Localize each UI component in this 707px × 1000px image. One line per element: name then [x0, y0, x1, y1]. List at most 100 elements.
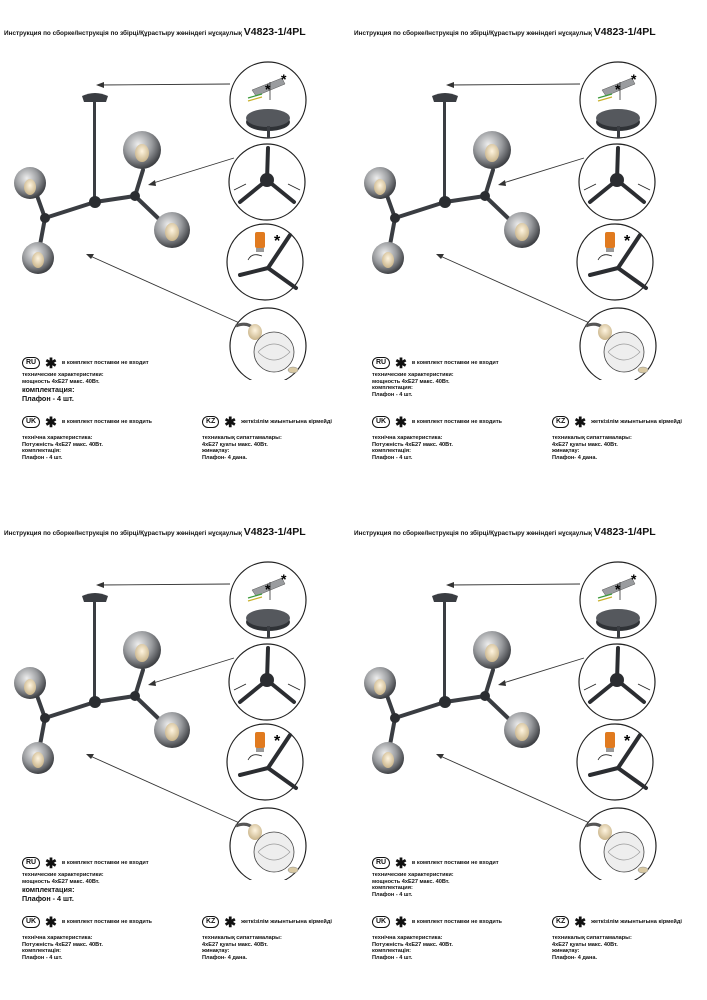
ru-badge: RU: [22, 857, 41, 869]
uk-note-text: в комплект поставки не входить: [411, 419, 503, 425]
uk-note-text: в комплект поставки не входить: [61, 419, 153, 425]
asterisk-icon: ✱: [45, 355, 57, 371]
spec-title: техникалық сипаттамалары:: [202, 935, 282, 941]
kz-badge: KZ: [552, 916, 570, 928]
ru-specs: технические характеристики: мощность 4хЕ…: [22, 372, 104, 403]
kz-note-text: жеткізілім жиынтығына кірмейді: [591, 419, 682, 425]
ru-note: RU ✱ в комплект поставки не входит: [372, 356, 499, 370]
kz-badge: KZ: [202, 916, 220, 928]
kit-item: Плафон- 4 дана.: [552, 954, 598, 961]
panel-title: Инструкция по сборке/Інструкція по збірц…: [354, 526, 656, 538]
kz-specs: техникалық сипаттамалары: 4хЕ27 қуаты ма…: [552, 435, 632, 461]
uk-badge: UK: [372, 916, 391, 928]
uk-note-text: в комплект поставки не входить: [61, 919, 153, 925]
assembly-illustration: [350, 560, 690, 880]
spec-title: технічна характеристика:: [372, 935, 443, 941]
kit-item: Плафон - 4 шт.: [372, 891, 413, 898]
kit-title: комплектация:: [372, 385, 413, 392]
ru-specs: технические характеристики: мощность 4хЕ…: [372, 872, 454, 898]
instruction-panel-1: Инструкция по сборке/Інструкція по збірц…: [0, 0, 340, 490]
ru-note-text: в комплект поставки не входит: [411, 860, 499, 866]
kz-note-text: жеткізілім жиынтығына кірмейді: [591, 919, 682, 925]
spec-title: техникалық сипаттамалары:: [552, 935, 632, 941]
kit-item: Плафон- 4 дана.: [552, 454, 598, 461]
panel-title: Инструкция по сборке/Інструкція по збірц…: [4, 26, 306, 38]
kit-item: Плафон - 4 шт.: [372, 954, 413, 961]
assembly-illustration: [0, 60, 340, 380]
ru-note-text: в комплект поставки не входит: [411, 360, 499, 366]
asterisk-icon: ✱: [224, 914, 237, 930]
asterisk-icon: ✱: [45, 914, 57, 930]
ru-badge: RU: [22, 357, 41, 369]
kit-title: комплектация:: [372, 885, 413, 892]
ru-note: RU ✱ в комплект поставки не входит: [372, 855, 499, 871]
uk-specs: технічна характеристика: Потужність 4хЕ2…: [372, 435, 453, 461]
model-number: V4823-1/4PL: [593, 526, 656, 538]
spec-title: технические характеристики:: [372, 872, 454, 878]
asterisk-icon: ✱: [45, 855, 57, 871]
asterisk-icon: ✱: [395, 914, 407, 930]
kit-item: Плафон - 4 шт.: [372, 391, 413, 398]
spec-power: 4хЕ27 қуаты макс. 40Вт.: [552, 441, 618, 448]
kz-badge: KZ: [202, 416, 220, 428]
instruction-panel-3: Инструкция по сборке/Інструкція по збірц…: [0, 500, 340, 990]
kit-item: Плафон - 4 шт.: [22, 954, 63, 961]
uk-note: UK ✱ в комплект поставки не входить: [22, 914, 153, 930]
kit-item: Плафон - 4 шт.: [22, 454, 63, 461]
ru-badge: RU: [372, 857, 391, 869]
uk-note: UK ✱ в комплект поставки не входить: [372, 415, 503, 429]
asterisk-icon: ✱: [395, 855, 407, 871]
spec-title: технічна характеристика:: [22, 435, 93, 441]
uk-note-text: в комплект поставки не входить: [411, 919, 503, 925]
asterisk-icon: ✱: [224, 414, 237, 430]
kz-note-text: жеткізілім жиынтығына кірмейді: [241, 419, 332, 425]
kz-note: KZ ✱ жеткізілім жиынтығына кірмейді: [202, 914, 332, 930]
spec-power: мощность 4хЕ27 макс. 40Вт.: [22, 878, 100, 885]
spec-power: Потужність 4хЕ27 макс. 40Вт.: [22, 941, 103, 948]
ru-note: RU ✱ в комплект поставки не входит: [22, 855, 149, 871]
spec-power: мощность 4хЕ27 макс. 40Вт.: [372, 878, 450, 885]
asterisk-icon: ✱: [574, 414, 587, 430]
uk-badge: UK: [22, 416, 41, 428]
asterisk-icon: ✱: [574, 914, 587, 930]
uk-specs: технічна характеристика: Потужність 4хЕ2…: [372, 935, 453, 961]
kit-item: Плафон- 4 дана.: [202, 954, 248, 961]
spec-power: 4хЕ27 қуаты макс. 40Вт.: [202, 941, 268, 948]
ru-note: RU ✱ в комплект поставки не входит: [22, 355, 149, 371]
uk-badge: UK: [372, 416, 391, 428]
ru-specs: технические характеристики: мощность 4хЕ…: [372, 372, 454, 398]
ru-note-text: в комплект поставки не входит: [61, 360, 149, 366]
spec-title: техникалық сипаттамалары:: [552, 435, 632, 441]
spec-power: мощность 4хЕ27 макс. 40Вт.: [22, 378, 100, 385]
uk-note: UK ✱ в комплект поставки не входить: [372, 914, 503, 930]
panel-title: Инструкция по сборке/Інструкція по збірц…: [354, 26, 656, 38]
ru-badge: RU: [372, 357, 391, 369]
kit-title: жинақтау:: [202, 948, 230, 955]
model-number: V4823-1/4PL: [593, 26, 656, 38]
uk-note: UK ✱ в комплект поставки не входить: [22, 415, 153, 429]
spec-title: техникалық сипаттамалары:: [202, 435, 282, 441]
uk-specs: технічна характеристика: Потужність 4хЕ2…: [22, 935, 103, 961]
title-text: Инструкция по сборке/Інструкція по збірц…: [354, 530, 592, 537]
kit-item: Плафон - 4 шт.: [22, 894, 74, 904]
kit-item: Плафон - 4 шт.: [22, 394, 74, 404]
spec-title: технічна характеристика:: [22, 935, 93, 941]
spec-power: Потужність 4хЕ27 макс. 40Вт.: [372, 441, 453, 448]
spec-power: Потужність 4хЕ27 макс. 40Вт.: [22, 441, 103, 448]
kz-note: KZ ✱ жеткізілім жиынтығына кірмейді: [552, 914, 682, 930]
kz-specs: техникалық сипаттамалары: 4хЕ27 қуаты ма…: [202, 435, 282, 461]
ru-specs: технические характеристики: мощность 4хЕ…: [22, 872, 104, 903]
spec-title: технические характеристики:: [22, 372, 104, 378]
kit-title: комплектація:: [372, 448, 411, 455]
spec-title: технічна характеристика:: [372, 435, 443, 441]
kit-item: Плафон- 4 дана.: [202, 454, 248, 461]
kz-note: KZ ✱ жеткізілім жиынтығына кірмейді: [202, 414, 332, 430]
kit-title: жинақтау:: [552, 948, 580, 955]
kz-note: KZ ✱ жеткізілім жиынтығына кірмейді: [552, 414, 682, 430]
uk-specs: технічна характеристика: Потужність 4хЕ2…: [22, 435, 103, 461]
kz-note-text: жеткізілім жиынтығына кірмейді: [241, 919, 332, 925]
title-text: Инструкция по сборке/Інструкція по збірц…: [4, 30, 242, 37]
spec-title: технические характеристики:: [372, 372, 454, 378]
spec-power: 4хЕ27 қуаты макс. 40Вт.: [552, 941, 618, 948]
kz-badge: KZ: [552, 416, 570, 428]
